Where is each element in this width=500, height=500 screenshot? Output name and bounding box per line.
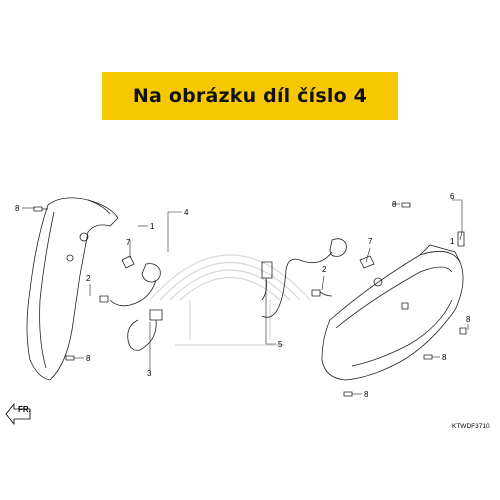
right-turn-signal-housing [321, 244, 464, 381]
right-wire-harness [261, 251, 333, 318]
banner-text: Na obrázku díl číslo 4 [132, 85, 368, 107]
callout-8-right-side: 8 [466, 315, 471, 324]
callout-2-right: 2 [322, 265, 327, 274]
callout-7-right: 7 [368, 237, 373, 246]
callout-1-left: 1 [150, 222, 155, 231]
front-direction-arrow: FR. [5, 402, 31, 426]
callout-8-left-bottom: 8 [86, 354, 91, 363]
callout-2-left: 2 [86, 274, 91, 283]
callout-1-right: 1 [450, 237, 455, 246]
catalog-code: KTWDF3710 [452, 423, 490, 430]
callout-8-left-top: 8 [15, 204, 20, 213]
direction-label: FR. [18, 405, 31, 414]
callout-8-right-mid: 8 [442, 353, 447, 362]
left-bulb-socket [121, 255, 161, 283]
watermark-logo [149, 254, 311, 346]
left-wire-harness [99, 279, 163, 351]
callout-8-right-top: 8 [392, 200, 397, 209]
callout-3: 3 [147, 369, 152, 378]
left-turn-signal-housing [26, 197, 119, 381]
leader-lines [22, 199, 469, 395]
screws [33, 202, 467, 397]
callout-6: 6 [450, 192, 455, 201]
right-bulb-socket [329, 231, 465, 269]
callout-5: 5 [278, 340, 283, 349]
callout-7-left: 7 [126, 238, 131, 247]
part-number-banner: Na obrázku díl číslo 4 [102, 72, 398, 120]
callout-8-right-bottom: 8 [364, 390, 369, 399]
callout-4: 4 [184, 208, 189, 217]
